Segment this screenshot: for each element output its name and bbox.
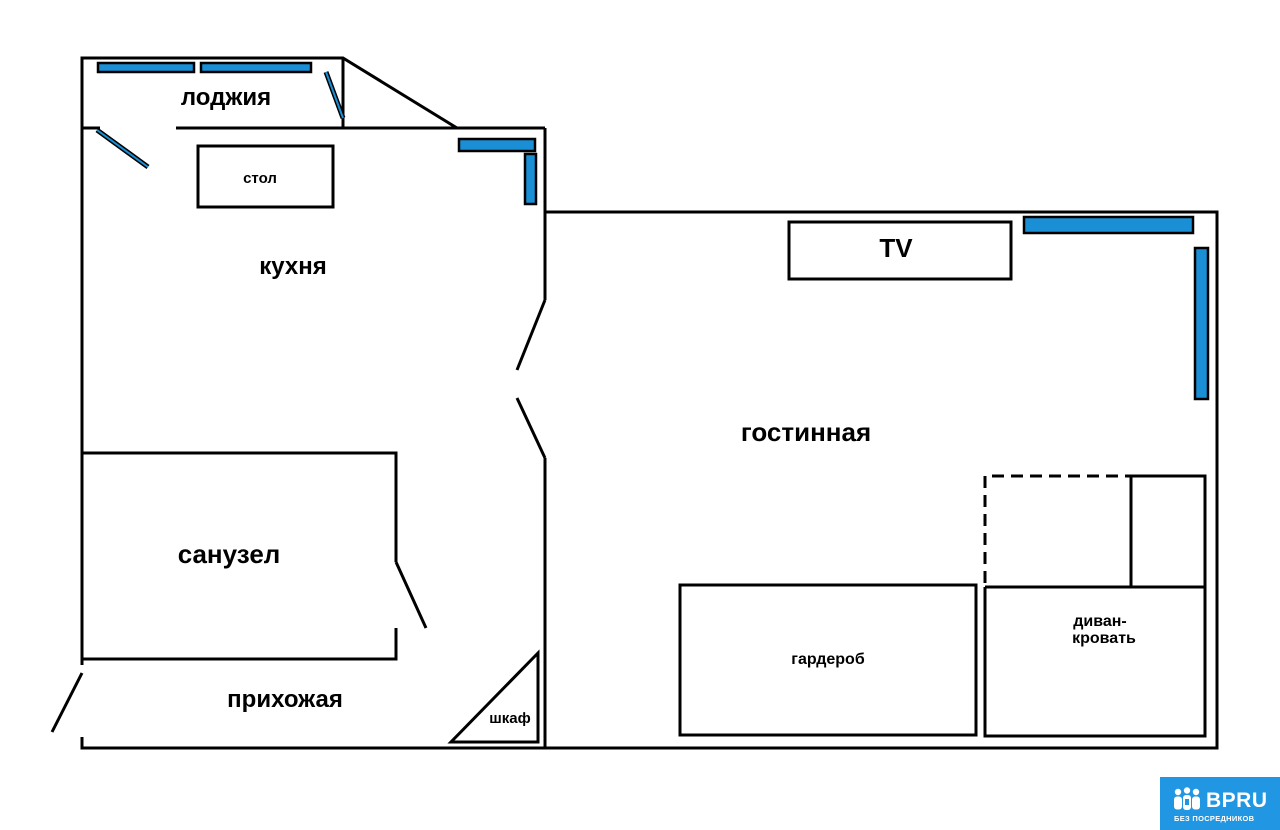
people-icon bbox=[1174, 787, 1200, 810]
labels: лоджия стол кухня санузел прихожая шкаф … bbox=[178, 84, 1136, 727]
bathroom-wall bbox=[82, 451, 398, 562]
furniture-label-closet: шкаф bbox=[489, 710, 530, 727]
furniture-label-tv: TV bbox=[879, 233, 913, 263]
loggia-window-2 bbox=[199, 61, 313, 74]
living-window-side bbox=[1193, 246, 1210, 401]
loggia-window-1 bbox=[96, 61, 196, 74]
room-label-hallway: прихожая bbox=[227, 686, 343, 713]
loggia-wall bbox=[80, 56, 458, 130]
sofa-bed-backrest bbox=[1129, 474, 1207, 589]
kitchen-door-2 bbox=[515, 397, 547, 459]
sofa-bed-extension bbox=[983, 474, 1131, 583]
living-room-outer-wall bbox=[545, 210, 1219, 750]
logo-brand: BPRU bbox=[1206, 789, 1268, 812]
furniture-label-sofa-bed-line2: кровать bbox=[1072, 630, 1136, 647]
furniture bbox=[196, 144, 1207, 744]
sofa-bed bbox=[983, 585, 1207, 738]
room-label-living-room: гостинная bbox=[741, 417, 871, 447]
living-window-top bbox=[1022, 215, 1195, 235]
bottom-left-wall bbox=[80, 737, 545, 750]
walls bbox=[50, 56, 1219, 750]
bathroom-door bbox=[394, 561, 428, 629]
logo-tagline: БЕЗ ПОСРЕДНИКОВ bbox=[1174, 814, 1255, 823]
entrance-door bbox=[50, 672, 84, 733]
windows bbox=[95, 61, 1210, 401]
kitchen-window-side bbox=[523, 152, 538, 206]
bathroom-wall-bottom bbox=[82, 628, 398, 661]
furniture-label-sofa-bed-line1: диван- bbox=[1073, 613, 1127, 630]
kitchen-window-top bbox=[457, 137, 537, 153]
wardrobe-closet bbox=[447, 649, 540, 744]
dressing-room bbox=[678, 583, 978, 737]
room-label-bathroom: санузел bbox=[178, 539, 281, 569]
furniture-label-table: стол bbox=[243, 170, 277, 187]
bpru-logo[interactable]: BPRU БЕЗ ПОСРЕДНИКОВ bbox=[1160, 777, 1280, 830]
table bbox=[196, 144, 335, 209]
room-label-kitchen: кухня bbox=[259, 253, 327, 280]
room-label-loggia: лоджия bbox=[181, 84, 271, 111]
kitchen-door-1 bbox=[515, 299, 547, 371]
furniture-label-dressing-room: гардероб bbox=[791, 651, 865, 668]
tv-stand bbox=[787, 220, 1013, 281]
